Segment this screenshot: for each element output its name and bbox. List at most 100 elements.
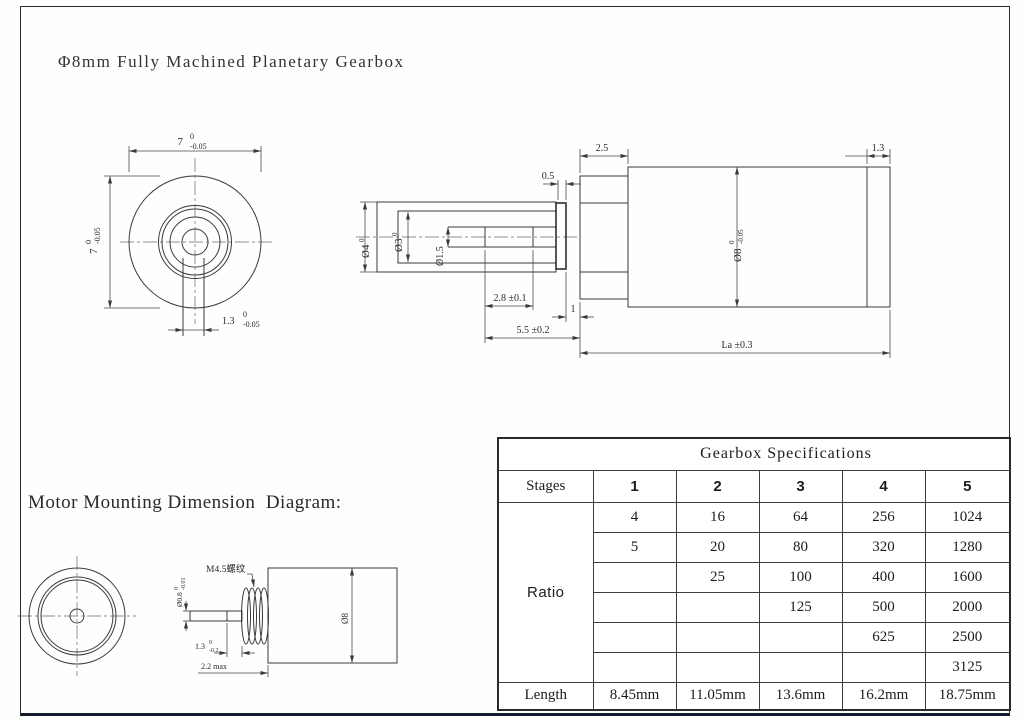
mounting-flange-plate bbox=[555, 202, 567, 270]
ratio-cell: 1024 bbox=[924, 501, 1011, 533]
bore-depth-dimension: 2.8 ±0.1 bbox=[484, 250, 534, 310]
dim-tol-upper: 0 bbox=[243, 310, 247, 319]
stage-col-header: 3 bbox=[758, 469, 843, 503]
ratio-cell: 625 bbox=[841, 621, 926, 653]
pilot-length-dimension: 1 bbox=[552, 272, 594, 322]
table-title: Gearbox Specifications bbox=[497, 437, 1011, 471]
dia8-dimension: Ø8 0 -0.05 bbox=[728, 167, 745, 307]
dim-label: 1 bbox=[571, 304, 576, 315]
ratio-cell: 64 bbox=[758, 501, 843, 533]
ratio-cell: 125 bbox=[758, 591, 843, 623]
dim-tol-lower: -0.05 bbox=[93, 227, 102, 244]
dim-tol-lower: -0.05 bbox=[190, 142, 207, 151]
ratio-cell: 80 bbox=[758, 531, 843, 563]
stage-col-header: 4 bbox=[841, 469, 926, 503]
ratio-cell: 2500 bbox=[924, 621, 1011, 653]
ratio-row-header: Ratio bbox=[497, 501, 594, 683]
ratio-cell bbox=[592, 621, 677, 653]
ratio-cell bbox=[758, 621, 843, 653]
ratio-cell: 100 bbox=[758, 561, 843, 593]
dim-tol-upper: 0 bbox=[391, 232, 399, 236]
gearbox-side-view-drawing: Ø4 0 Ø3 0 Ø1.5 0.5 bbox=[356, 143, 891, 358]
dim-label: 2.2 max bbox=[201, 662, 227, 671]
ratio-cell: 25 bbox=[675, 561, 760, 593]
motor-dia8-dimension: Ø8 bbox=[340, 568, 355, 663]
front-section-dimension: 2.5 bbox=[579, 143, 629, 173]
ratio-cell bbox=[675, 621, 760, 653]
thread-length-dimension: 2.2 max bbox=[198, 662, 269, 677]
dim-label: 1.3 bbox=[222, 316, 235, 327]
sheet-border bbox=[20, 6, 1010, 716]
dia1-5-dimension: Ø1.5 bbox=[435, 227, 451, 266]
length-cell: 16.2mm bbox=[841, 681, 926, 711]
dim-label: 2.8 ±0.1 bbox=[494, 293, 527, 304]
dia3-dimension: Ø3 0 bbox=[391, 212, 411, 262]
front-view-circles bbox=[128, 175, 262, 309]
dia4-dimension: Ø4 0 bbox=[358, 201, 377, 273]
dim-tol-upper: 0 bbox=[84, 240, 93, 244]
total-length-dimension: La ±0.3 bbox=[579, 310, 891, 358]
dim-label: Ø8 bbox=[732, 248, 744, 262]
ratio-cell bbox=[592, 651, 677, 683]
dim-label: 7 bbox=[88, 248, 100, 254]
length-cell: 18.75mm bbox=[924, 681, 1011, 711]
ratio-cell bbox=[675, 591, 760, 623]
mounting-front-view bbox=[18, 556, 136, 676]
dim-label: La ±0.3 bbox=[721, 340, 752, 351]
mounting-section-title: Motor Mounting Dimension Diagram: bbox=[28, 492, 342, 513]
length-cell: 13.6mm bbox=[758, 681, 843, 711]
shaft-length-dimension: 5.5 ±0.2 bbox=[484, 310, 581, 343]
ratio-cell: 320 bbox=[841, 531, 926, 563]
dim-tol-lower: -0.05 bbox=[737, 229, 745, 244]
ratio-cell: 1600 bbox=[924, 561, 1011, 593]
dim-tol-lower: -0.05 bbox=[243, 320, 260, 329]
ratio-cell: 4 bbox=[592, 501, 677, 533]
ratio-cell: 256 bbox=[841, 501, 926, 533]
dim-label: Ø8 bbox=[340, 613, 350, 624]
ratio-cell bbox=[675, 651, 760, 683]
dim-label: 1.3 bbox=[195, 642, 205, 651]
gearbox-body-outline bbox=[579, 166, 891, 308]
dim-label: 2.5 bbox=[596, 143, 609, 154]
thread-callout: M4.5螺纹 bbox=[206, 563, 255, 588]
dim-tol-lower: -0.2 bbox=[209, 648, 219, 654]
dim-label: Ø4 bbox=[360, 244, 372, 258]
thread-label: M4.5螺纹 bbox=[206, 563, 246, 575]
length-cell: 8.45mm bbox=[592, 681, 677, 711]
dim-label: 7 bbox=[178, 136, 184, 148]
ratio-cell bbox=[592, 561, 677, 593]
stage-col-header: 5 bbox=[924, 469, 1011, 503]
front-view-shaft-dimension: 1.3 0 -0.05 bbox=[168, 310, 260, 333]
front-view-shaft-lines bbox=[182, 258, 205, 336]
dim-tol-upper: 0 bbox=[728, 240, 736, 244]
dim-label: Ø0.8 bbox=[175, 592, 184, 607]
dim-tol-upper: 0 bbox=[174, 587, 180, 590]
page-title: Φ8mm Fully Machined Planetary Gearbox bbox=[58, 52, 405, 71]
end-cap-dimension: 1.3 bbox=[845, 143, 891, 164]
front-view-width-dimension: 7 0 -0.05 bbox=[128, 132, 262, 172]
dim-label: 5.5 ±0.2 bbox=[517, 325, 550, 336]
front-view-height-dimension: 7 0 -0.05 bbox=[84, 175, 160, 309]
ratio-cell: 400 bbox=[841, 561, 926, 593]
motor-mounting-drawing: M4.5螺纹 Ø0.8 0 -0.01 1.3 0 -0.2 bbox=[18, 556, 398, 677]
dim-tol-upper: 0 bbox=[190, 132, 194, 141]
ratio-cell bbox=[592, 591, 677, 623]
stage-col-header: 1 bbox=[592, 469, 677, 503]
motor-side-view-outline bbox=[189, 567, 398, 664]
length-cell: 11.05mm bbox=[675, 681, 760, 711]
ratio-cell: 2000 bbox=[924, 591, 1011, 623]
dim-label: Ø3 bbox=[393, 238, 405, 252]
dim-tol-upper: 0 bbox=[209, 640, 212, 646]
dim-label: 0.5 bbox=[542, 171, 555, 182]
flange-thickness-dimension: 0.5 bbox=[542, 171, 581, 200]
gearbox-spec-table: Gearbox Specifications Stages 1 2 3 4 5 … bbox=[497, 437, 1012, 711]
ratio-cell: 500 bbox=[841, 591, 926, 623]
ratio-cell bbox=[758, 651, 843, 683]
ratio-cell: 1280 bbox=[924, 531, 1011, 563]
stages-header: Stages bbox=[497, 469, 594, 503]
ratio-cell: 16 bbox=[675, 501, 760, 533]
dim-label: 1.3 bbox=[872, 143, 885, 154]
stage-col-header: 2 bbox=[675, 469, 760, 503]
ratio-cell bbox=[841, 651, 926, 683]
